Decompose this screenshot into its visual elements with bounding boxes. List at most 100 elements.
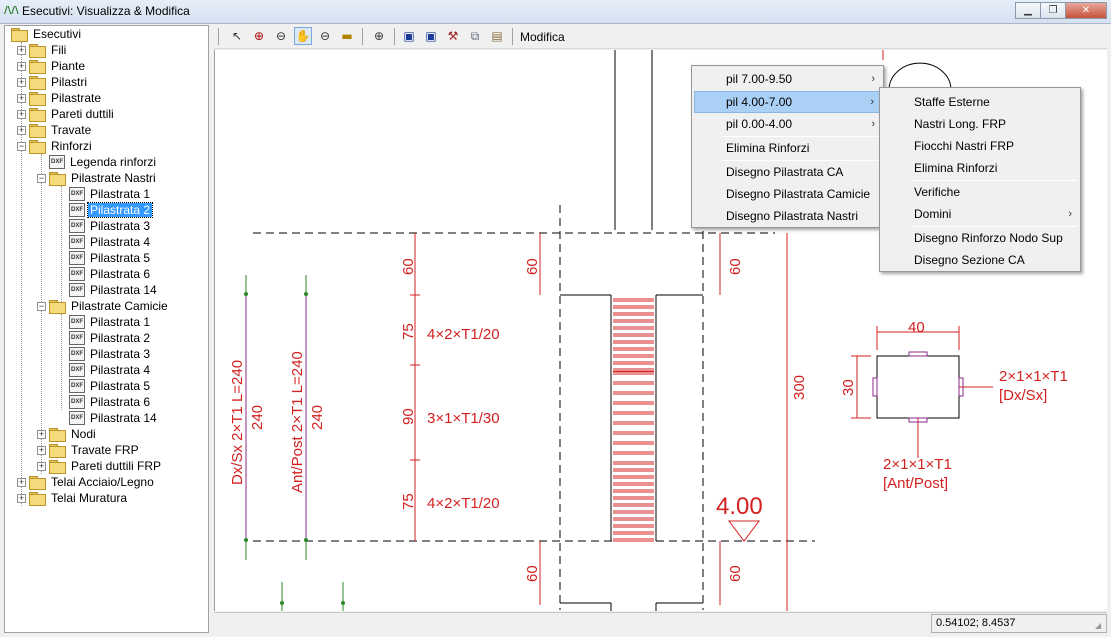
collapse-icon[interactable]: − bbox=[37, 172, 46, 183]
tree-node-pilastrate-nastri[interactable]: −Pilastrate Nastri bbox=[37, 171, 156, 186]
expand-icon[interactable]: + bbox=[17, 124, 26, 135]
minimize-button[interactable]: ▁ bbox=[1015, 2, 1041, 19]
pointer-tool-icon[interactable]: ↖ bbox=[231, 29, 243, 43]
menu-separator bbox=[910, 180, 1077, 181]
expand-icon[interactable]: + bbox=[17, 44, 26, 55]
folder-icon bbox=[49, 428, 66, 442]
tree-node-pilastrate-camicie[interactable]: −Pilastrate Camicie bbox=[37, 299, 168, 314]
zoom-out-icon[interactable]: ⊖ bbox=[275, 29, 287, 43]
expand-icon[interactable]: + bbox=[17, 476, 26, 487]
menu-item-disegno-pilastrata-ca[interactable]: Disegno Pilastrata CA bbox=[726, 165, 844, 179]
expand-icon[interactable]: + bbox=[17, 76, 26, 87]
tree-line bbox=[61, 314, 62, 410]
context-menu: pil 7.00-9.50› pil 4.00-7.00› pil 0.00-4… bbox=[691, 65, 884, 228]
tree-node-telai-acciaio-legno[interactable]: +Telai Acciaio/Legno bbox=[17, 475, 154, 490]
resize-grip-icon[interactable]: ◢ bbox=[1095, 621, 1102, 630]
tree-node-esecutivi[interactable]: Esecutivi bbox=[11, 26, 83, 42]
measure-ruler-icon[interactable]: ▬ bbox=[341, 29, 353, 43]
tree-node-pareti-duttili[interactable]: +Pareti duttili bbox=[17, 107, 114, 122]
tree-panel[interactable]: Esecutivi +Fili +Piante +Pilastri +Pilas… bbox=[4, 25, 209, 633]
menu-item-staffe-esterne[interactable]: Staffe Esterne bbox=[914, 95, 990, 109]
tree-node-telai-muratura[interactable]: +Telai Muratura bbox=[17, 491, 128, 506]
folder-icon bbox=[29, 76, 46, 90]
collapse-icon[interactable]: − bbox=[17, 140, 26, 151]
collapse-icon[interactable]: − bbox=[37, 300, 46, 311]
submenu-arrow-icon: › bbox=[871, 73, 875, 85]
folder-icon bbox=[49, 444, 66, 458]
expand-icon[interactable]: + bbox=[17, 60, 26, 71]
menu-item-elimina-rinforzi-sub[interactable]: Elimina Rinforzi bbox=[914, 161, 998, 175]
tree-node-travate[interactable]: +Travate bbox=[17, 123, 92, 138]
zoom-extents-icon[interactable]: ⊕ bbox=[373, 29, 385, 43]
folder-icon bbox=[29, 476, 46, 490]
maximize-button[interactable]: ❐ bbox=[1040, 2, 1066, 19]
tree-node-nodi[interactable]: +Nodi bbox=[37, 427, 96, 442]
menu-item-disegno-sezione-ca[interactable]: Disegno Sezione CA bbox=[914, 253, 1025, 267]
tools-icon[interactable]: ⚒ bbox=[447, 29, 459, 43]
tree-node-pilastrate[interactable]: +Pilastrate bbox=[17, 91, 102, 106]
dxf-file-icon: DXF bbox=[69, 251, 85, 265]
zoom-window-icon[interactable]: ⊖ bbox=[319, 29, 331, 43]
dim-75-bottom: 75 bbox=[400, 493, 417, 510]
menu-item-disegno-pilastrata-nastri[interactable]: Disegno Pilastrata Nastri bbox=[726, 209, 859, 223]
menu-item-pil-7-9[interactable]: pil 7.00-9.50› bbox=[694, 68, 881, 90]
modifica-label[interactable]: Modifica bbox=[520, 30, 565, 44]
dxf-file-icon: DXF bbox=[69, 395, 85, 409]
menu-item-pil-0-4[interactable]: pil 0.00-4.00› bbox=[694, 113, 881, 135]
expand-icon[interactable]: + bbox=[37, 428, 46, 439]
bar-node bbox=[304, 292, 308, 296]
tree-node-piante[interactable]: +Piante bbox=[17, 59, 86, 74]
paste-icon[interactable]: ▤ bbox=[491, 29, 503, 43]
copy-icon[interactable]: ⧉ bbox=[470, 29, 480, 43]
bar-node bbox=[244, 538, 248, 542]
expand-icon[interactable]: + bbox=[37, 460, 46, 471]
dim-60-right-bottom: 60 bbox=[727, 565, 744, 582]
menu-item-nastri-long-frp[interactable]: Nastri Long. FRP bbox=[914, 117, 1007, 131]
expand-icon[interactable]: + bbox=[17, 92, 26, 103]
menu-item-verifiche[interactable]: Verifiche bbox=[914, 185, 961, 199]
zoom-in-icon[interactable]: ⊕ bbox=[253, 29, 265, 43]
tree-line bbox=[41, 154, 42, 474]
bar-node bbox=[280, 601, 284, 605]
expand-icon[interactable]: + bbox=[17, 108, 26, 119]
drawing-canvas[interactable]: 60 75 90 75 60 60 60 60 300 4×2×T1/20 3×… bbox=[214, 50, 1107, 611]
tree-node-rinforzi[interactable]: −Rinforzi bbox=[17, 139, 92, 154]
status-bar: 0.54102; 8.4537 ◢ bbox=[214, 612, 1107, 633]
expand-icon[interactable]: + bbox=[37, 444, 46, 455]
expand-icon[interactable]: + bbox=[17, 492, 26, 503]
section-label-dxsx-2: [Dx/Sx] bbox=[999, 387, 1047, 404]
menu-item-domini[interactable]: Domini› bbox=[882, 203, 1078, 225]
dxf-file-icon: DXF bbox=[69, 283, 85, 297]
menu-item-disegno-pilastrata-camicie[interactable]: Disegno Pilastrata Camicie bbox=[726, 187, 871, 201]
tree-node-pilastri[interactable]: +Pilastri bbox=[17, 75, 88, 90]
menu-item-elimina-rinforzi[interactable]: Elimina Rinforzi bbox=[726, 141, 810, 155]
tree-node-pareti-duttili-frp[interactable]: +Pareti duttili FRP bbox=[37, 459, 162, 474]
tree-node-travate-frp[interactable]: +Travate FRP bbox=[37, 443, 139, 458]
save-as-icon[interactable]: ▣ bbox=[425, 29, 437, 43]
menu-item-disegno-rinforzo-nodo-sup[interactable]: Disegno Rinforzo Nodo Sup bbox=[914, 231, 1063, 245]
menu-separator bbox=[910, 226, 1077, 227]
save-icon[interactable]: ▣ bbox=[403, 29, 415, 43]
menu-item-pil-4-7[interactable]: pil 4.00-7.00› bbox=[694, 91, 881, 113]
tree-node-fili[interactable]: +Fili bbox=[17, 43, 67, 58]
menu-item-fiocchi-nastri-frp[interactable]: Fiocchi Nastri FRP bbox=[914, 139, 1015, 153]
frp-strips bbox=[613, 298, 654, 542]
section-strip bbox=[908, 417, 928, 423]
close-button[interactable]: ✕ bbox=[1065, 2, 1107, 19]
pan-hand-icon[interactable]: ✋ bbox=[294, 27, 312, 45]
